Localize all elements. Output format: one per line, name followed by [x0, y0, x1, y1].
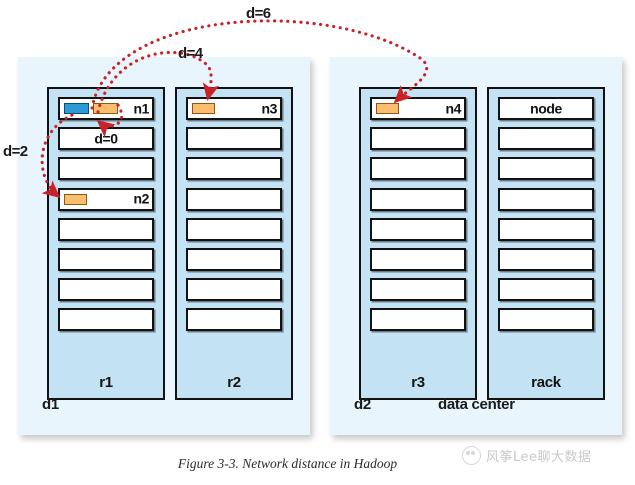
rack-slot-empty	[498, 308, 594, 332]
rack-slot-label: d=0	[94, 130, 118, 147]
node-chip-orange-icon	[192, 103, 215, 114]
rack-slot-empty	[498, 247, 594, 271]
rack-r3: n4 r3	[359, 87, 477, 400]
distance-label-d6: d=6	[246, 5, 271, 22]
rack-slot-label: n3	[261, 100, 277, 117]
rack-slot-empty	[370, 278, 466, 302]
rack-slot-empty	[186, 187, 282, 211]
rack-slot-empty	[186, 247, 282, 271]
rack-slot-label: n1	[133, 100, 149, 117]
rack-slot-empty	[498, 278, 594, 302]
rack-slot-empty	[370, 217, 466, 241]
watermark-text: 风筝Lee聊大数据	[486, 450, 592, 465]
rack-name-label: r3	[411, 374, 425, 391]
rack-slot-empty	[58, 278, 154, 302]
rack-r2: n3 r2	[175, 87, 293, 400]
datacenter-label-d1: d1	[42, 396, 59, 413]
node-chip-blue-icon	[64, 103, 89, 114]
rack-name-label: rack	[531, 374, 561, 391]
rack-slot-n1: n1	[58, 97, 154, 120]
rack-slot-empty	[58, 217, 154, 241]
rack-slot-empty	[186, 157, 282, 181]
rack-name-label: r2	[227, 374, 241, 391]
rack-slot-empty	[186, 308, 282, 332]
distance-label-d2: d=2	[3, 143, 28, 160]
rack-slot-empty	[370, 127, 466, 151]
node-chip-orange-icon	[64, 193, 87, 205]
rack-slot-label: n4	[445, 100, 461, 117]
rack-slot-label: node	[530, 100, 562, 117]
datacenter-d1: n1 d=0 n2 r1 n3	[18, 57, 310, 435]
rack-slot-d0: d=0	[58, 127, 154, 151]
rack-slot-empty	[498, 127, 594, 151]
rack-slot-empty	[498, 217, 594, 241]
node-chip-orange-icon	[376, 103, 399, 114]
rack-slot-empty	[370, 157, 466, 181]
datacenter-label-d2: d2	[354, 396, 371, 413]
figure-caption: Figure 3-3. Network distance in Hadoop	[177, 456, 398, 471]
rack-slot-empty	[370, 247, 466, 271]
rack-slot-n3: n3	[186, 97, 282, 120]
rack-slot-empty	[186, 127, 282, 151]
node-chip-orange-icon	[93, 103, 118, 114]
datacenter-d2: n4 r3 node rack d2 data center	[330, 57, 622, 435]
watermark: 风筝Lee聊大数据	[462, 446, 592, 465]
panda-face-logo-icon	[462, 446, 481, 465]
rack-slot-empty	[186, 278, 282, 302]
rack-slot-empty	[370, 308, 466, 332]
rack-slot-empty	[370, 187, 466, 211]
distance-label-d4: d=4	[178, 45, 203, 62]
rack-name-label: r1	[99, 374, 113, 391]
rack-slot-empty	[58, 247, 154, 271]
rack-slot-empty	[58, 157, 154, 181]
rack-slot-label: n2	[133, 190, 149, 207]
rack-slot-empty	[186, 217, 282, 241]
rack-slot-empty	[498, 187, 594, 211]
rack-slot-empty	[498, 157, 594, 181]
rack-slot-empty	[58, 308, 154, 332]
rack-slot-n2: n2	[58, 187, 154, 211]
rack-slot-node: node	[498, 97, 594, 120]
rack-generic: node rack	[487, 87, 605, 400]
datacenter-caption: data center	[438, 396, 515, 413]
rack-r1: n1 d=0 n2 r1	[47, 87, 165, 400]
rack-slot-n4: n4	[370, 97, 466, 120]
